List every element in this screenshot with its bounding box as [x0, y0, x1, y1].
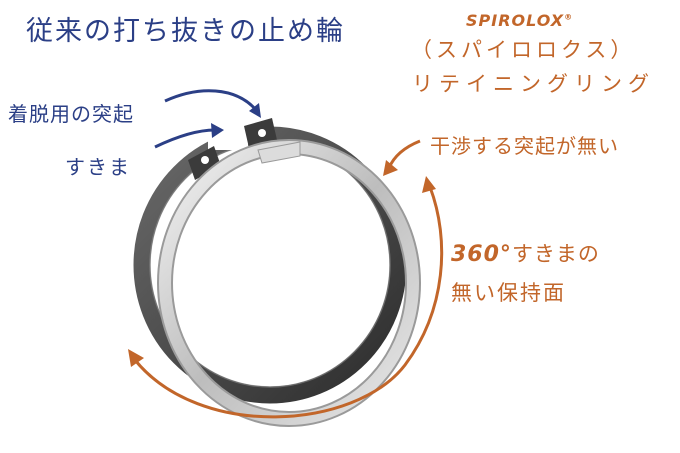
label-gap: すきま	[65, 155, 131, 179]
brand-spirolox: SPIROLOX®	[466, 13, 573, 29]
subtitle-retaining-ring: リテイニングリング	[412, 72, 655, 96]
label-no-interfering-lug: 干渉する突起が無い	[430, 134, 619, 158]
lug-lower	[188, 146, 221, 180]
spiral-retaining-ring	[157, 139, 421, 427]
label-360-no-gap: 360°すきまの	[451, 244, 600, 266]
arrow-to-no-lug-head	[383, 160, 398, 176]
lug-upper	[244, 118, 277, 148]
registered-mark: ®	[564, 12, 574, 22]
brand-name: SPIROLOX	[466, 11, 565, 30]
arrow-360-arc	[133, 186, 444, 419]
label-removal-lug: 着脱用の突起	[8, 102, 134, 126]
title-conventional-ring: 従来の打ち抜きの止め輪	[26, 16, 345, 47]
subtitle-katakana: （スパイロロクス）	[411, 38, 636, 62]
arrow-to-lug	[164, 89, 259, 112]
arrow-360-head-top	[422, 176, 436, 193]
arrow-360-head-bottom	[128, 349, 144, 367]
arrow-to-lug-head	[249, 103, 261, 118]
arrow-to-gap	[154, 128, 216, 149]
arrow-to-no-lug	[387, 139, 421, 169]
arrow-to-gap-head	[211, 123, 224, 138]
label-360-degrees: 360°	[451, 242, 512, 267]
label-bearing-surface: 無い保持面	[451, 281, 566, 305]
label-gap-text: すきまの	[511, 242, 600, 266]
